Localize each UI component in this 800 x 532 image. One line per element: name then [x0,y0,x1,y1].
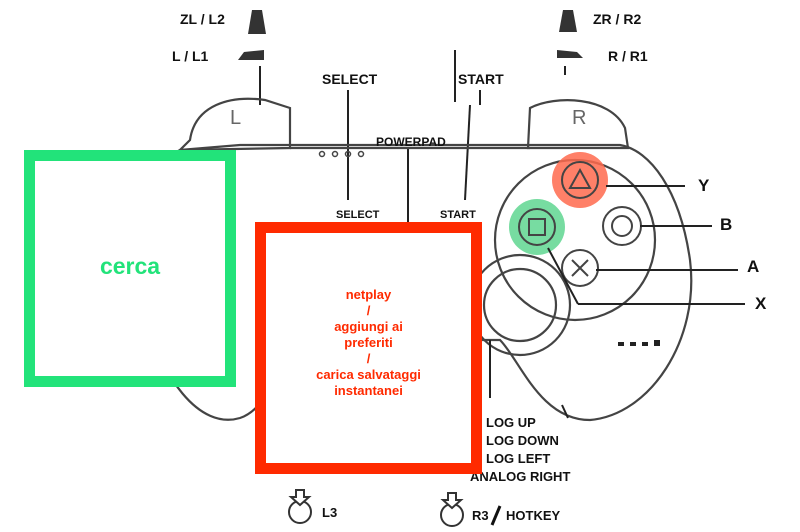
menu-line: aggiungi ai [334,319,403,334]
cross-icon [571,259,589,277]
search-overlay-text: cerca [99,253,161,279]
cross-button[interactable] [561,249,599,287]
r3-icon [440,492,464,527]
menu-line: instantanei [334,383,403,398]
triangle-icon [568,167,592,189]
l3-label: L3 [322,505,338,520]
powerpad-label: POWERPAD [376,135,446,149]
speaker-dots [618,340,660,346]
r1-bumper-icon [557,50,583,58]
menu-line: / [366,351,371,366]
menu-line: carica salvataggi [316,367,421,382]
menu-overlay-text: netplay / aggiungi ai preferiti / carica… [266,287,471,399]
r3-label: R3 [472,508,489,523]
analog-down-label: LOG DOWN [486,433,559,448]
menu-line: preferiti [344,335,393,350]
shoulder-r-letter: R [572,107,586,129]
square-button[interactable] [518,208,556,246]
menu-line: netplay [345,287,392,302]
r-r1-label: R / R1 [608,48,648,64]
zl-trigger-icon [248,10,266,34]
triangle-button[interactable] [561,161,599,199]
circle-icon [611,215,633,237]
analog-right-label: ANALOG RIGHT [470,469,571,484]
triangle-highlight [552,152,608,208]
l3-icon [288,489,312,524]
y-label: Y [698,176,710,195]
zr-r2-label: ZR / R2 [593,11,642,27]
circle-button[interactable] [602,206,642,246]
square-highlight [509,199,565,255]
square-icon [528,218,546,236]
hotkey-label: HOTKEY [506,508,561,523]
select-body-label: SELECT [336,209,380,221]
led-dots [318,150,365,158]
search-overlay: cerca [24,150,236,387]
menu-line: / [366,303,371,318]
x-label: X [755,294,767,313]
l-l1-label: L / L1 [172,48,209,64]
zr-trigger-icon [559,10,577,32]
shoulder-l-letter: L [230,107,241,129]
menu-overlay: netplay / aggiungi ai preferiti / carica… [255,222,482,474]
zl-l2-label: ZL / L2 [180,11,225,27]
l1-bumper-icon [238,50,264,60]
analog-left-label: LOG LEFT [486,451,551,466]
b-label: B [720,215,733,234]
a-label: A [747,257,760,276]
select-top-label: SELECT [322,71,378,87]
start-top-label: START [458,71,504,87]
start-body-label: START [440,209,476,221]
analog-up-label: LOG UP [486,415,536,430]
